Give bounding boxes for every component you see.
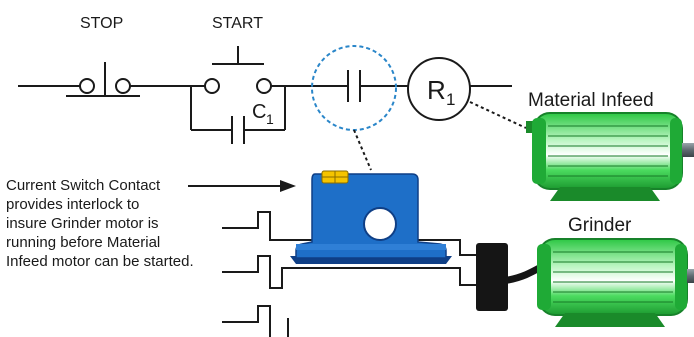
grinder-label: Grinder — [568, 215, 632, 236]
interlock-note: Current Switch Contact provides interloc… — [6, 177, 194, 270]
c1-label: C — [252, 101, 266, 123]
coil-r1-subscript: 1 — [446, 90, 455, 109]
junction-box-icon — [476, 243, 508, 311]
ladder-rung — [18, 70, 512, 144]
c1-subscript: 1 — [266, 111, 274, 127]
stop-label: STOP — [80, 15, 123, 32]
note-line: insure Grinder motor is — [6, 215, 159, 232]
material-infeed-motor-icon — [526, 112, 694, 201]
three-phase-lines — [222, 211, 478, 337]
highlight-dashed-circle — [311, 45, 397, 131]
start-label: START — [212, 15, 263, 32]
note-line: running before Material — [6, 234, 160, 251]
terminal-block-icon — [321, 170, 349, 184]
start-pushbutton — [212, 46, 264, 65]
callout-dotted-line-motor — [469, 101, 527, 129]
current-switch-sensor-icon — [290, 170, 452, 264]
grinder-motor-icon — [537, 238, 694, 327]
callout-dotted-line-sensor — [353, 129, 372, 171]
note-arrow-icon — [188, 180, 296, 192]
note-line: Infeed motor can be started. — [6, 253, 194, 270]
note-line: provides interlock to — [6, 196, 139, 213]
note-line: Current Switch Contact — [6, 177, 161, 194]
coil-r1-label: R — [427, 75, 446, 105]
coil-r1-icon — [407, 57, 471, 121]
material-infeed-label: Material Infeed — [528, 90, 654, 111]
